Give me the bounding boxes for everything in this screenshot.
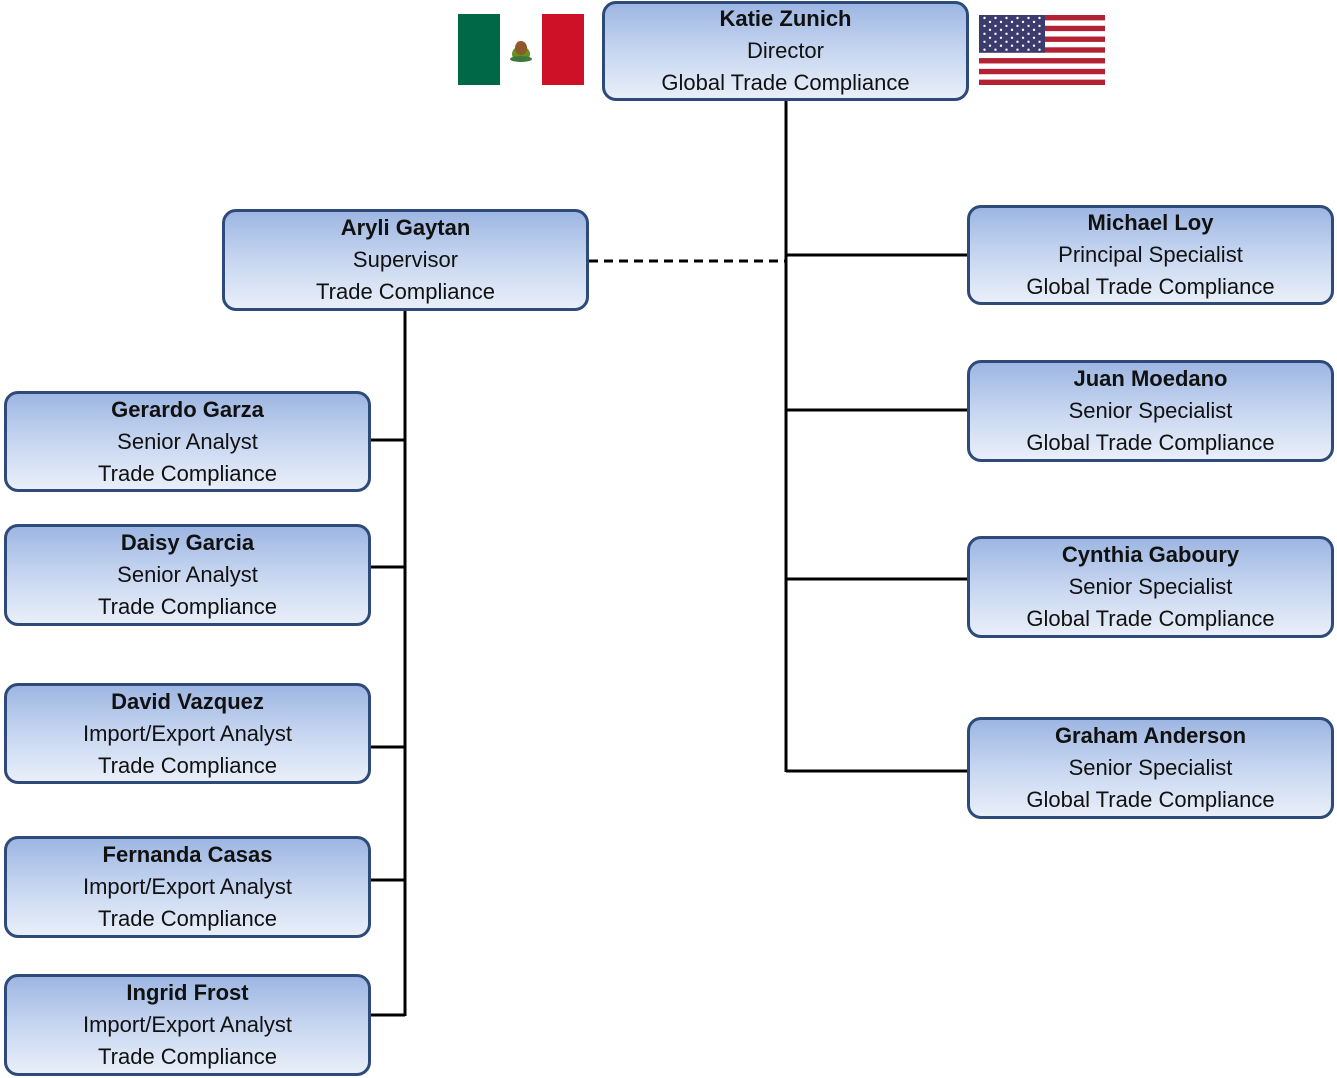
person-title: Director (746, 38, 824, 63)
person-title: Senior Analyst (117, 428, 258, 454)
person-department: Global Trade Compliance (1026, 606, 1275, 631)
person-department: Trade Compliance (98, 594, 277, 619)
right-report-node[interactable]: Juan Moedano Senior Specialist Global Tr… (967, 360, 1334, 462)
person-department: Trade Compliance (98, 1044, 277, 1069)
person-title: Supervisor (352, 247, 459, 272)
person-title: Senior Analyst (117, 562, 258, 587)
person-department: Trade Compliance (98, 752, 277, 778)
left-report-node[interactable]: Ingrid Frost Import/Export Analyst Trade… (4, 974, 371, 1076)
person-department: Trade Compliance (316, 279, 495, 304)
person-department: Global Trade Compliance (1026, 274, 1275, 299)
person-title: Import/Export Analyst (82, 874, 293, 899)
left-report-node[interactable]: David Vazquez Import/Export Analyst Trad… (4, 683, 371, 784)
person-name: Ingrid Frost (126, 980, 249, 1005)
person-title: Principal Specialist (1058, 242, 1243, 267)
director-node[interactable]: Katie Zunich Director Global Trade Compl… (602, 1, 969, 101)
person-name: Katie Zunich (719, 6, 852, 31)
person-department: Trade Compliance (98, 460, 277, 486)
person-title: Senior Specialist (1068, 398, 1233, 423)
right-report-node[interactable]: Michael Loy Principal Specialist Global … (967, 205, 1334, 305)
person-title: Import/Export Analyst (82, 720, 293, 746)
right-report-node[interactable]: Graham Anderson Senior Specialist Global… (967, 717, 1334, 819)
person-department: Trade Compliance (98, 906, 277, 931)
person-name: Gerardo Garza (111, 396, 264, 422)
person-department: Global Trade Compliance (1026, 430, 1275, 455)
left-report-node[interactable]: Fernanda Casas Import/Export Analyst Tra… (4, 836, 371, 938)
right-report-node[interactable]: Cynthia Gaboury Senior Specialist Global… (967, 536, 1334, 638)
person-name: Cynthia Gaboury (1061, 542, 1240, 567)
supervisor-node[interactable]: Aryli Gaytan Supervisor Trade Compliance (222, 209, 589, 311)
person-name: David Vazquez (111, 688, 264, 714)
left-report-node[interactable]: Daisy Garcia Senior Analyst Trade Compli… (4, 524, 371, 626)
person-department: Global Trade Compliance (661, 70, 910, 95)
person-name: Fernanda Casas (102, 842, 273, 867)
person-name: Aryli Gaytan (340, 215, 471, 240)
person-title: Senior Specialist (1068, 755, 1233, 780)
person-department: Global Trade Compliance (1026, 787, 1275, 812)
person-title: Import/Export Analyst (82, 1012, 293, 1037)
person-name: Juan Moedano (1073, 366, 1228, 391)
usa-flag-icon (979, 15, 1105, 85)
person-name: Michael Loy (1087, 210, 1214, 235)
person-name: Daisy Garcia (120, 530, 255, 555)
mexico-flag-icon (458, 14, 584, 85)
person-title: Senior Specialist (1068, 574, 1233, 599)
person-name: Graham Anderson (1054, 723, 1247, 748)
left-report-node[interactable]: Gerardo Garza Senior Analyst Trade Compl… (4, 391, 371, 492)
